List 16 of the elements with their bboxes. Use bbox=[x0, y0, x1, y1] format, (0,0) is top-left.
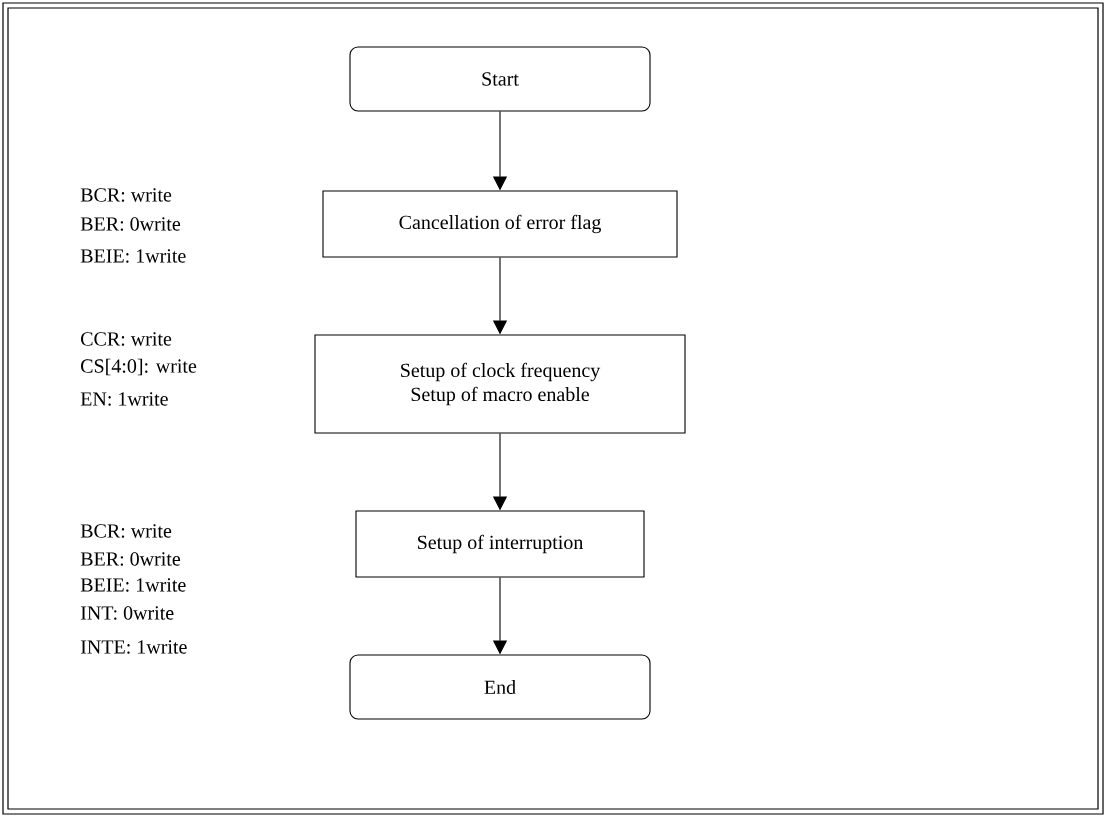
register-note: BCR: write bbox=[80, 188, 172, 202]
register-note: EN: 1write bbox=[80, 392, 168, 406]
register-note: CS[4:0]: write bbox=[81, 358, 197, 376]
terminal-box: Start bbox=[349, 46, 651, 112]
register-note: BER: 0write bbox=[80, 552, 181, 566]
register-note: BER: 0write bbox=[80, 217, 181, 231]
terminal-box: End bbox=[349, 654, 651, 720]
register-note: BEIE: 1write bbox=[80, 578, 186, 592]
register-note: BEIE: 1write bbox=[80, 249, 186, 263]
process-box: Setup of interruption bbox=[355, 510, 645, 578]
register-note: INTE: 1write bbox=[80, 640, 187, 654]
process-box: Setup of clock frequency Setup of macro enable bbox=[314, 334, 686, 434]
process-box: Cancellation of error flag bbox=[322, 190, 678, 258]
register-note: INT: 0write bbox=[80, 606, 174, 620]
register-note: CCR: write bbox=[81, 332, 172, 346]
register-note: BCR: write bbox=[80, 524, 172, 538]
